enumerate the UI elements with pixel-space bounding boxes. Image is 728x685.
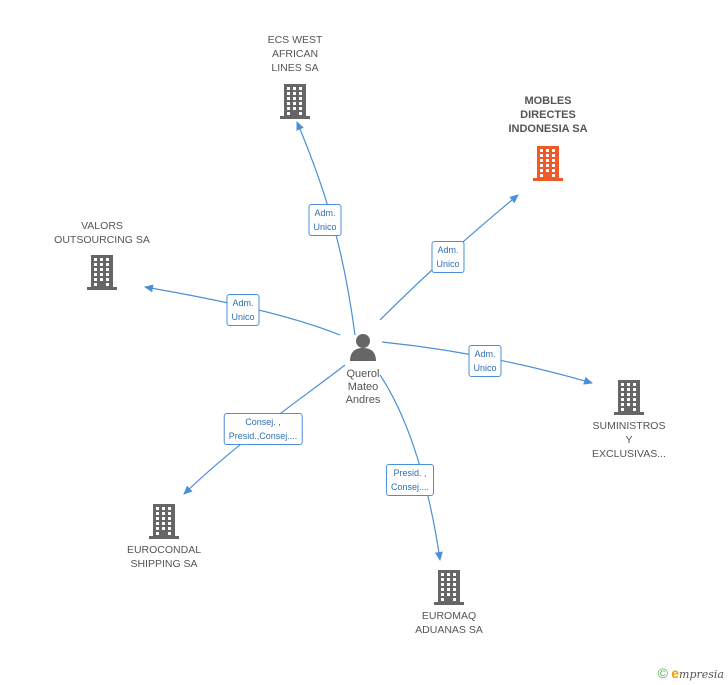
edge-label-eurocondal[interactable]: Consej. , Presid.,Consej.... <box>223 413 303 445</box>
edge-label-ecs[interactable]: Adm. Unico <box>308 204 342 236</box>
edge-label-line: Adm. <box>437 245 459 255</box>
company-node-eurocondal[interactable] <box>148 503 180 544</box>
person-name-line: Mateo <box>347 381 379 393</box>
edge-label-line: Unico <box>313 222 337 232</box>
company-label-line: INDONESIA SA <box>508 123 588 135</box>
building-icon <box>533 146 563 181</box>
company-label-euromaq[interactable]: EUROMAQ ADUANAS SA <box>415 609 483 637</box>
building-icon <box>149 504 179 539</box>
edge-label-line: Adm. <box>474 349 496 359</box>
edge-label-line: Unico <box>473 363 497 373</box>
building-icon <box>614 380 644 415</box>
edge-label-line: Consej. , <box>245 417 281 427</box>
company-label-valors[interactable]: VALORS OUTSOURCING SA <box>54 219 150 247</box>
edge-label-line: Unico <box>231 312 255 322</box>
company-label-line: VALORS <box>81 220 123 232</box>
company-label-line: MOBLES <box>524 95 572 107</box>
company-label-suministros[interactable]: SUMINISTROS Y EXCLUSIVAS... <box>592 419 666 461</box>
building-icon <box>434 570 464 605</box>
edge-label-line: Unico <box>436 259 460 269</box>
company-label-line: ADUANAS SA <box>415 624 483 636</box>
footer-brand: © empresia <box>658 665 724 681</box>
building-icon <box>87 255 117 290</box>
edge-label-suministros[interactable]: Adm. Unico <box>468 345 502 377</box>
copyright-symbol: © <box>657 665 668 681</box>
person-name-line: Andres <box>345 394 381 406</box>
company-label-eurocondal[interactable]: EUROCONDAL SHIPPING SA <box>127 543 201 571</box>
company-node-euromaq[interactable] <box>433 569 465 610</box>
brand-initial: e <box>671 665 680 681</box>
edge-label-valors[interactable]: Adm. Unico <box>226 294 260 326</box>
edge-to-euromaq <box>379 374 443 561</box>
company-label-line: EUROMAQ <box>421 610 477 622</box>
company-node-mobles[interactable] <box>532 145 564 186</box>
company-label-ecs[interactable]: ECS WEST AFRICAN LINES SA <box>268 33 323 75</box>
edge-label-mobles[interactable]: Adm. Unico <box>431 241 465 273</box>
company-label-line: DIRECTES <box>520 109 576 121</box>
edge-label-line: Adm. <box>232 298 254 308</box>
edge-label-line: Consej.... <box>390 482 430 492</box>
company-label-mobles[interactable]: MOBLES DIRECTES INDONESIA SA <box>508 94 587 136</box>
company-label-line: EUROCONDAL <box>126 544 202 556</box>
company-node-suministros[interactable] <box>613 379 645 420</box>
edge-label-euromaq[interactable]: Presid. , Consej.... <box>385 464 435 496</box>
company-label-line: LINES SA <box>271 62 319 74</box>
edge-label-line: Presid.,Consej.... <box>228 431 298 441</box>
person-name-line: Querol <box>346 368 380 380</box>
company-label-line: AFRICAN <box>271 48 319 60</box>
building-icon <box>280 84 310 119</box>
brand-name: mpresia <box>679 668 724 681</box>
company-label-line: OUTSOURCING SA <box>54 234 150 246</box>
company-label-line: Y <box>625 434 633 446</box>
company-node-ecs[interactable] <box>279 83 311 124</box>
edge-label-line: Presid. , <box>393 468 427 478</box>
company-label-line: SHIPPING SA <box>130 558 198 570</box>
company-node-valors[interactable] <box>86 254 118 295</box>
person-icon[interactable] <box>348 333 378 361</box>
company-label-line: EXCLUSIVAS... <box>592 448 666 460</box>
company-label-line: SUMINISTROS <box>592 420 666 432</box>
edge-label-line: Adm. <box>314 208 336 218</box>
company-label-line: ECS WEST <box>267 34 323 46</box>
